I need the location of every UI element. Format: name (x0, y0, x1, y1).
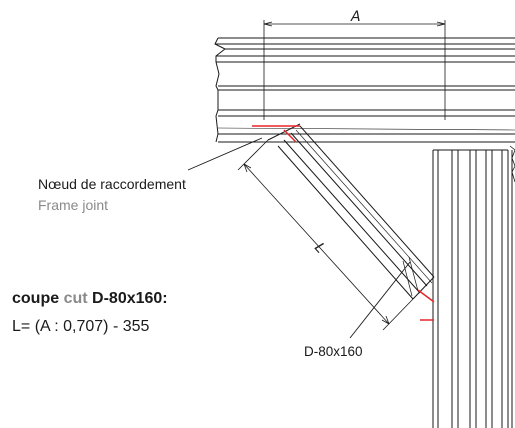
formula-word-en: cut (63, 290, 88, 307)
joint-leader-line (187, 137, 263, 171)
vertical-profile (432, 145, 515, 428)
dimension-l (237, 139, 414, 331)
dimension-a (263, 20, 446, 120)
dimension-a-label: A (350, 9, 361, 25)
diagonal-profile (267, 123, 435, 300)
joint-label-fr: Nœud de raccordement (38, 176, 186, 192)
horizontal-profile (214, 37, 515, 143)
cut-marks (252, 125, 435, 321)
formula-word-fr: coupe (12, 290, 60, 307)
cut-formula: L= (A : 0,707) - 355 (12, 318, 150, 335)
formula-title: coupe cut D-80x160: (12, 290, 168, 308)
joint-label-en: Frame joint (38, 197, 109, 213)
part-leader-line (349, 261, 411, 339)
part-label: D-80x160 (304, 344, 363, 359)
formula-part: D-80x160: (92, 290, 168, 307)
